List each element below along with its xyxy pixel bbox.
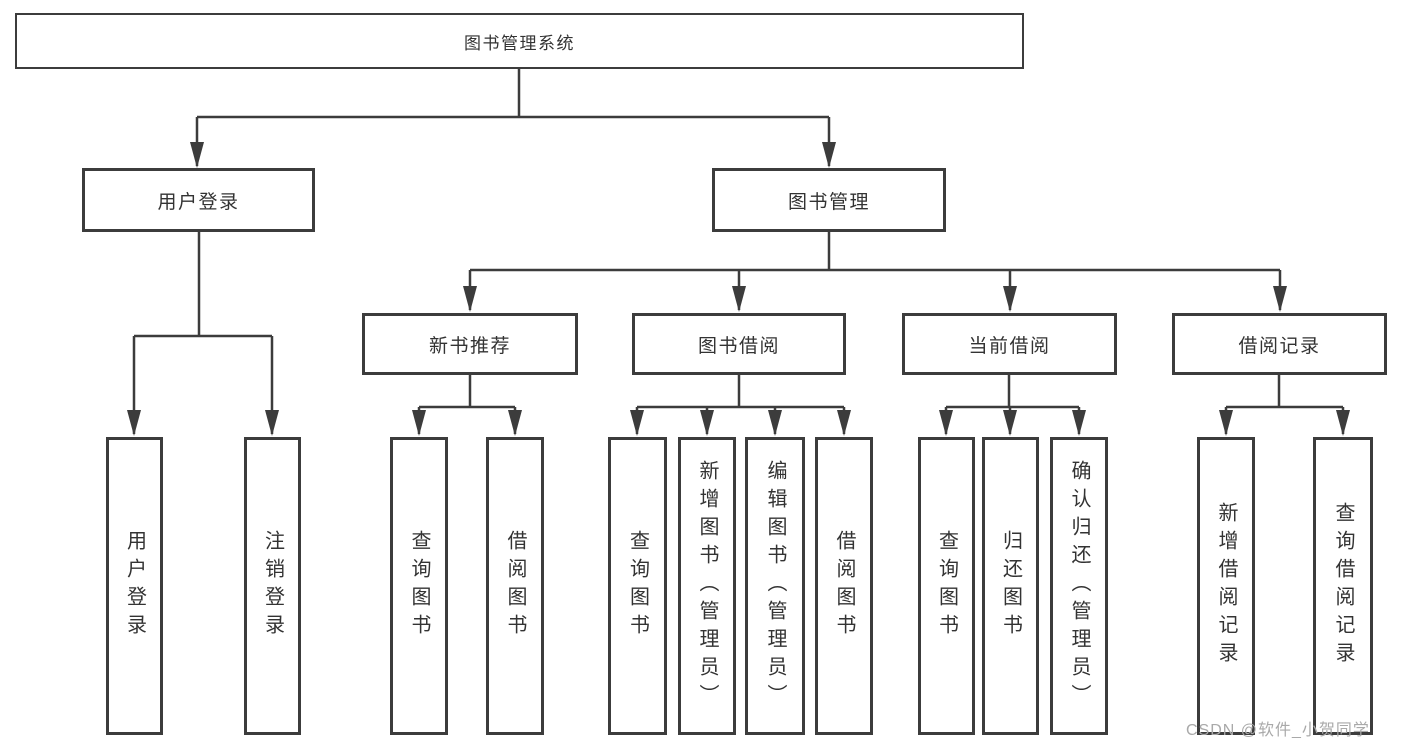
leaf-logout: 注销登录: [244, 437, 301, 735]
leaf-borrow-borrow-label: 借阅图书: [833, 530, 855, 642]
node-root: 图书管理系统: [15, 13, 1024, 69]
leaf-current-return-label: 归还图书: [999, 530, 1022, 642]
leaf-newbook-borrow-label: 借阅图书: [504, 530, 526, 642]
leaf-borrow-borrow: 借阅图书: [815, 437, 873, 735]
leaf-records-add-label: 新增借阅记录: [1215, 502, 1237, 670]
leaf-borrow-edit-admin: 编辑图书（管理员）: [745, 437, 805, 735]
node-new-book-recommend: 新书推荐: [362, 313, 578, 375]
leaf-current-query-label: 查询图书: [935, 530, 958, 642]
leaf-current-confirm-return: 确认归还（管理员）: [1050, 437, 1108, 735]
node-current-borrow: 当前借阅: [902, 313, 1117, 375]
leaf-borrow-query-label: 查询图书: [626, 530, 649, 642]
leaf-current-query: 查询图书: [918, 437, 975, 735]
leaf-user-login-label: 用户登录: [123, 530, 146, 642]
leaf-newbook-borrow: 借阅图书: [486, 437, 544, 735]
leaf-records-add: 新增借阅记录: [1197, 437, 1255, 735]
leaf-borrow-add-admin-label: 新增图书（管理员）: [696, 460, 718, 712]
leaf-records-query-label: 查询借阅记录: [1332, 502, 1354, 670]
node-book-borrow: 图书借阅: [632, 313, 846, 375]
node-borrow-records: 借阅记录: [1172, 313, 1387, 375]
leaf-newbook-query: 查询图书: [390, 437, 448, 735]
leaf-borrow-query: 查询图书: [608, 437, 667, 735]
leaf-current-return: 归还图书: [982, 437, 1039, 735]
node-user-login: 用户登录: [82, 168, 315, 232]
leaf-current-confirm-return-label: 确认归还（管理员）: [1068, 460, 1090, 712]
leaf-records-query: 查询借阅记录: [1313, 437, 1373, 735]
leaf-logout-label: 注销登录: [261, 530, 284, 642]
watermark-text: CSDN @软件_小贺同学: [1186, 722, 1370, 739]
leaf-newbook-query-label: 查询图书: [408, 530, 430, 642]
leaf-borrow-edit-admin-label: 编辑图书（管理员）: [764, 460, 786, 712]
node-book-management: 图书管理: [712, 168, 946, 232]
leaf-user-login: 用户登录: [106, 437, 163, 735]
leaf-borrow-add-admin: 新增图书（管理员）: [678, 437, 736, 735]
